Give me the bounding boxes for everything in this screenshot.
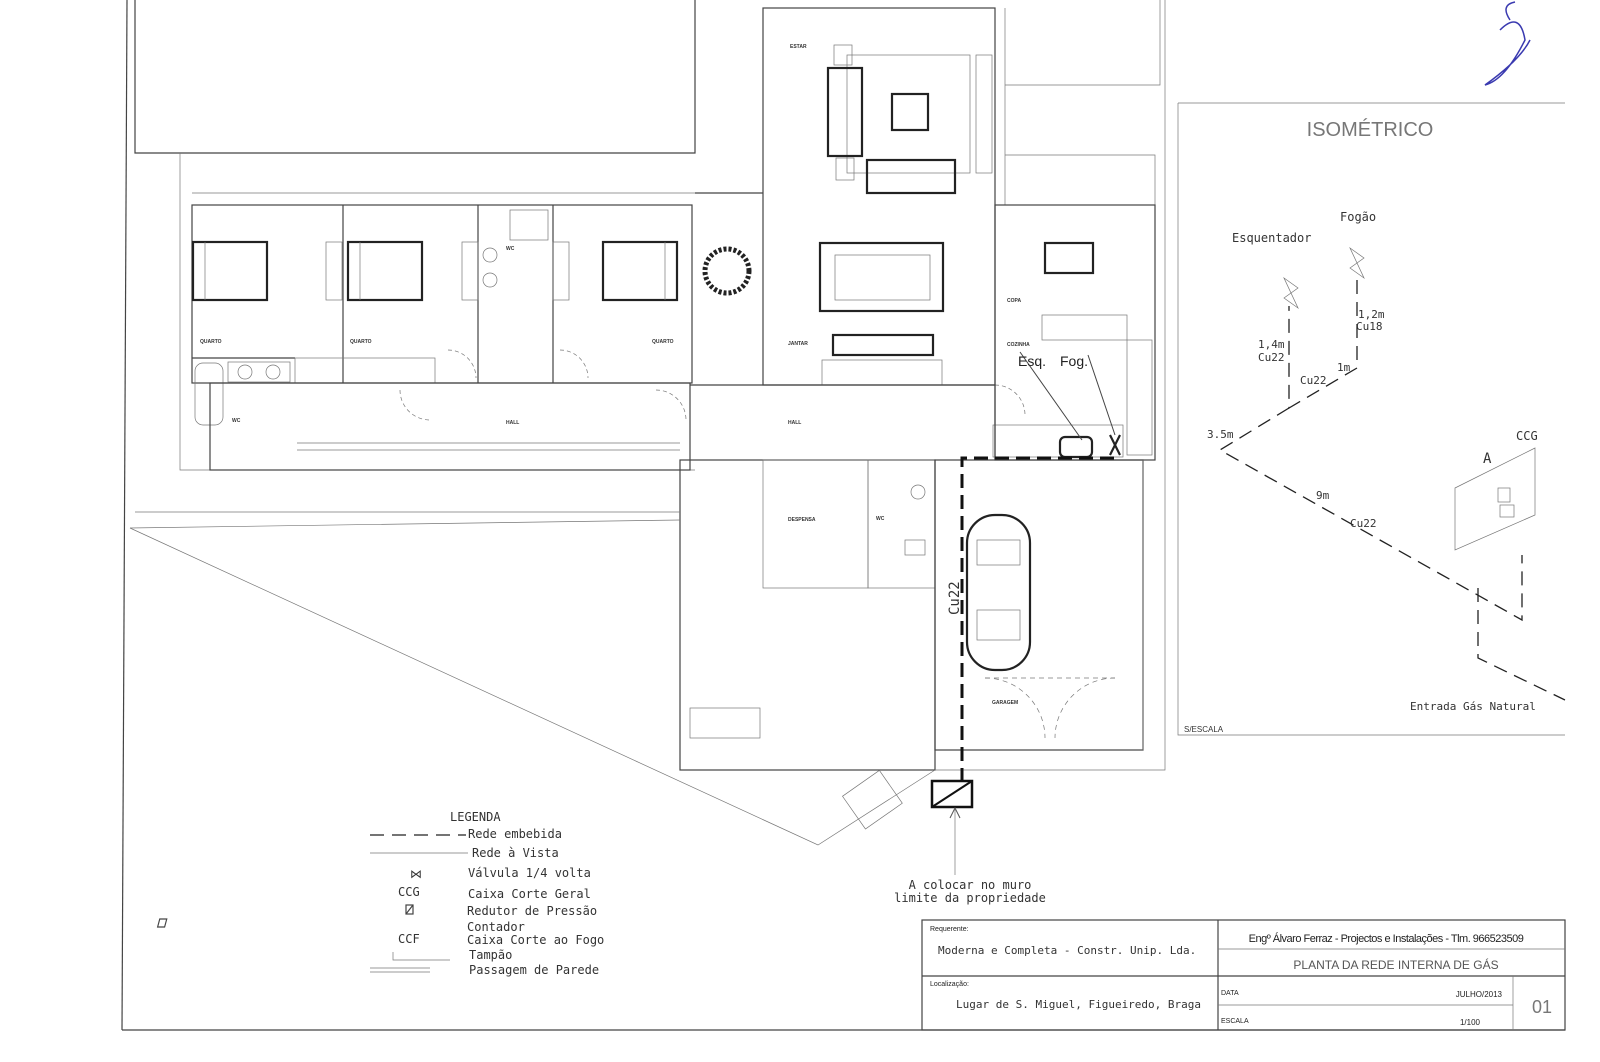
ccg-box-icon bbox=[930, 779, 974, 809]
valve-icon bbox=[1283, 276, 1299, 310]
requerente-label: Requerente: bbox=[930, 926, 969, 933]
data-value: JULHO/2013 bbox=[1456, 990, 1503, 999]
escala-label: ESCALA bbox=[1221, 1018, 1249, 1025]
segment-label: 9m bbox=[1316, 489, 1330, 502]
floor-plan: ESTAR JANTAR COPA COZINHA QUARTO QUARTO … bbox=[129, 0, 1166, 905]
room-label: COPA bbox=[1007, 298, 1021, 304]
legend-item: Passagem de Parede bbox=[469, 963, 599, 977]
muro-note: limite da propriedade bbox=[894, 891, 1046, 905]
sheet-number: 01 bbox=[1532, 997, 1552, 1017]
box-a-label: A bbox=[1483, 451, 1492, 467]
segment-label: Cu18 bbox=[1356, 320, 1383, 333]
entrada-label: Entrada Gás Natural bbox=[1410, 700, 1536, 713]
valve-icon bbox=[1349, 246, 1365, 280]
ccg-symbol: CCG bbox=[398, 885, 420, 899]
requerente-value: Moderna e Completa - Constr. Unip. Lda. bbox=[938, 944, 1196, 957]
isometric-panel: ISOMÉTRICO Fogão Esquentador 1,4m Cu22 1… bbox=[1177, 102, 1566, 736]
localizacao-value: Lugar de S. Miguel, Figueiredo, Braga bbox=[956, 998, 1201, 1011]
title-block: Requerente: Moderna e Completa - Constr.… bbox=[921, 919, 1566, 1031]
legend-item: Redutor de Pressão bbox=[467, 904, 597, 918]
pipe-label: Cu22 bbox=[947, 581, 963, 615]
legend-item: Válvula 1/4 volta bbox=[468, 866, 591, 880]
car-icon bbox=[965, 513, 1032, 672]
legend-item: Rede à Vista bbox=[472, 846, 559, 860]
muro-note: A colocar no muro bbox=[909, 878, 1032, 892]
legend-item: Caixa Corte Geral bbox=[468, 887, 591, 901]
segment-label: 1m bbox=[1337, 361, 1351, 374]
legend-item: Caixa Corte ao Fogo bbox=[467, 933, 604, 947]
escala-value: 1/100 bbox=[1460, 1018, 1481, 1027]
gas-pipe-embedded bbox=[960, 456, 1118, 782]
segment-label: 1,2m bbox=[1358, 308, 1385, 321]
isometric-title: ISOMÉTRICO bbox=[1307, 118, 1434, 141]
signature bbox=[1484, 1, 1531, 86]
drawing-frame bbox=[121, 0, 1565, 1031]
room-label: QUARTO bbox=[652, 339, 674, 345]
room-label: ESTAR bbox=[790, 44, 807, 50]
scale-note: S/ESCALA bbox=[1184, 725, 1224, 734]
bed bbox=[601, 240, 679, 302]
segment-label: 1,4m bbox=[1258, 338, 1285, 351]
valve-symbol: ⋈ bbox=[410, 867, 422, 881]
legend: LEGENDA ⋈ CCG CCF Rede embebida Rede à V… bbox=[156, 810, 604, 977]
esquentador-label: Esquentador bbox=[1232, 231, 1311, 245]
fogao-callout: Fog. bbox=[1060, 353, 1088, 369]
ccg-box-icon bbox=[1454, 447, 1536, 551]
room-label: QUARTO bbox=[350, 339, 372, 345]
localizacao-label: Localização: bbox=[930, 981, 969, 988]
plant-icon bbox=[702, 246, 752, 296]
legend-item: Rede embebida bbox=[468, 827, 562, 841]
engineer-name: Engº Álvaro Ferraz - Projectos e Instala… bbox=[1249, 932, 1524, 945]
drawing-title: PLANTA DA REDE INTERNA DE GÁS bbox=[1293, 957, 1498, 972]
room-label: HALL bbox=[506, 420, 519, 426]
segment-label: 3.5m bbox=[1207, 428, 1234, 441]
room-label: DESPENSA bbox=[788, 517, 816, 523]
room-label: WC bbox=[232, 418, 241, 424]
ccf-symbol: CCF bbox=[398, 932, 420, 946]
room-label: COZINHA bbox=[1007, 342, 1030, 348]
ccg-label: CCG bbox=[1516, 429, 1538, 443]
data-label: DATA bbox=[1221, 990, 1239, 997]
esquentador-callout: Esq. bbox=[1018, 353, 1046, 369]
room-label: GARAGEM bbox=[992, 700, 1018, 706]
segment-label: Cu22 bbox=[1258, 351, 1285, 364]
room-label: HALL bbox=[788, 420, 801, 426]
bed bbox=[346, 240, 424, 302]
segment-label: Cu22 bbox=[1300, 374, 1327, 387]
room-label: QUARTO bbox=[200, 339, 222, 345]
legend-item: Tampão bbox=[469, 948, 512, 962]
fogao-label: Fogão bbox=[1340, 210, 1376, 224]
bed bbox=[191, 240, 269, 302]
legend-title: LEGENDA bbox=[450, 810, 501, 824]
legend-item: Contador bbox=[467, 920, 525, 934]
segment-label: Cu22 bbox=[1350, 517, 1377, 530]
room-label: JANTAR bbox=[788, 341, 808, 347]
room-label: WC bbox=[876, 516, 885, 522]
room-label: WC bbox=[506, 246, 515, 252]
